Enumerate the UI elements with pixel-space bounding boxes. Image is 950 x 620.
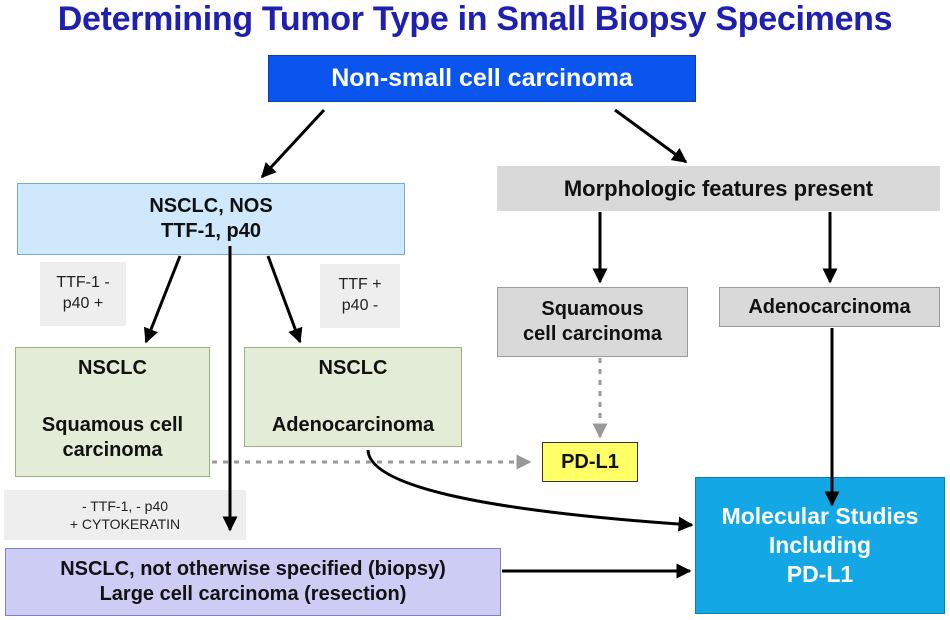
page-title: Determining Tumor Type in Small Biopsy S… <box>57 0 893 38</box>
arrow-top-to-morph <box>614 108 688 164</box>
node-text: NSCLC <box>78 357 147 379</box>
node-text: NSCLC, not otherwise specified (biopsy) <box>60 558 446 580</box>
node-text: cell carcinoma <box>523 323 662 345</box>
node-nsclc-not-otherwise-specified: NSCLC, not otherwise specified (biopsy) … <box>5 548 501 616</box>
node-text: Non-small cell carcinoma <box>331 63 633 92</box>
node-text: NSCLC <box>318 357 388 379</box>
arrow-top-to-nos <box>260 108 326 179</box>
label-cytokeratin: - TTF-1, - p40 + CYTOKERATIN <box>4 490 246 540</box>
label-line: p40 + <box>62 295 104 312</box>
node-molecular-studies: Molecular Studies Including PD-L1 <box>695 477 945 614</box>
node-text: TTF-1, p40 <box>160 220 261 242</box>
label-line: TTF-1 - <box>56 274 110 292</box>
node-text: Including <box>768 532 872 559</box>
node-text: Squamous cell <box>41 414 184 436</box>
node-text: PD-L1 <box>561 450 619 473</box>
node-nsclc-adenocarcinoma: NSCLC Adenocarcinoma <box>244 347 462 447</box>
arrow-nsclc-adeno-to-molecular <box>366 449 694 532</box>
node-text: Molecular Studies <box>721 503 919 530</box>
node-text: NSCLC, NOS <box>149 195 273 217</box>
node-nsclc-squamous: NSCLC Squamous cell carcinoma <box>15 347 210 477</box>
arrow-nos-to-nsclc-adeno <box>266 255 303 344</box>
node-text: Adenocarcinoma <box>748 295 911 318</box>
label-line: + CYTOKERATIN <box>69 516 181 532</box>
node-text: Adenocarcinoma <box>271 414 435 436</box>
label-ttf1-neg-p40-pos: TTF-1 - p40 + <box>40 262 126 326</box>
node-text: Squamous <box>541 298 644 320</box>
node-text: carcinoma <box>62 439 163 461</box>
label-line: p40 - <box>341 297 379 314</box>
node-text: Large cell carcinoma (resection) <box>99 583 407 605</box>
arrow-nos-to-nsclc-squamous <box>143 255 182 344</box>
node-text: PD-L1 <box>786 560 854 587</box>
label-line: TTF + <box>338 276 382 294</box>
node-text: Morphologic features present <box>563 175 874 201</box>
node-nsclc-nos: NSCLC, NOS TTF-1, p40 <box>17 183 405 255</box>
node-morphologic-features: Morphologic features present <box>497 166 940 211</box>
node-non-small-cell-carcinoma: Non-small cell carcinoma <box>268 55 696 102</box>
label-line: - TTF-1, - p40 <box>81 497 169 514</box>
node-squamous-cell-carcinoma: Squamous cell carcinoma <box>497 287 688 357</box>
node-pd-l1: PD-L1 <box>542 442 638 482</box>
label-ttf-pos-p40-neg: TTF + p40 - <box>320 264 400 328</box>
node-adenocarcinoma: Adenocarcinoma <box>719 287 940 327</box>
